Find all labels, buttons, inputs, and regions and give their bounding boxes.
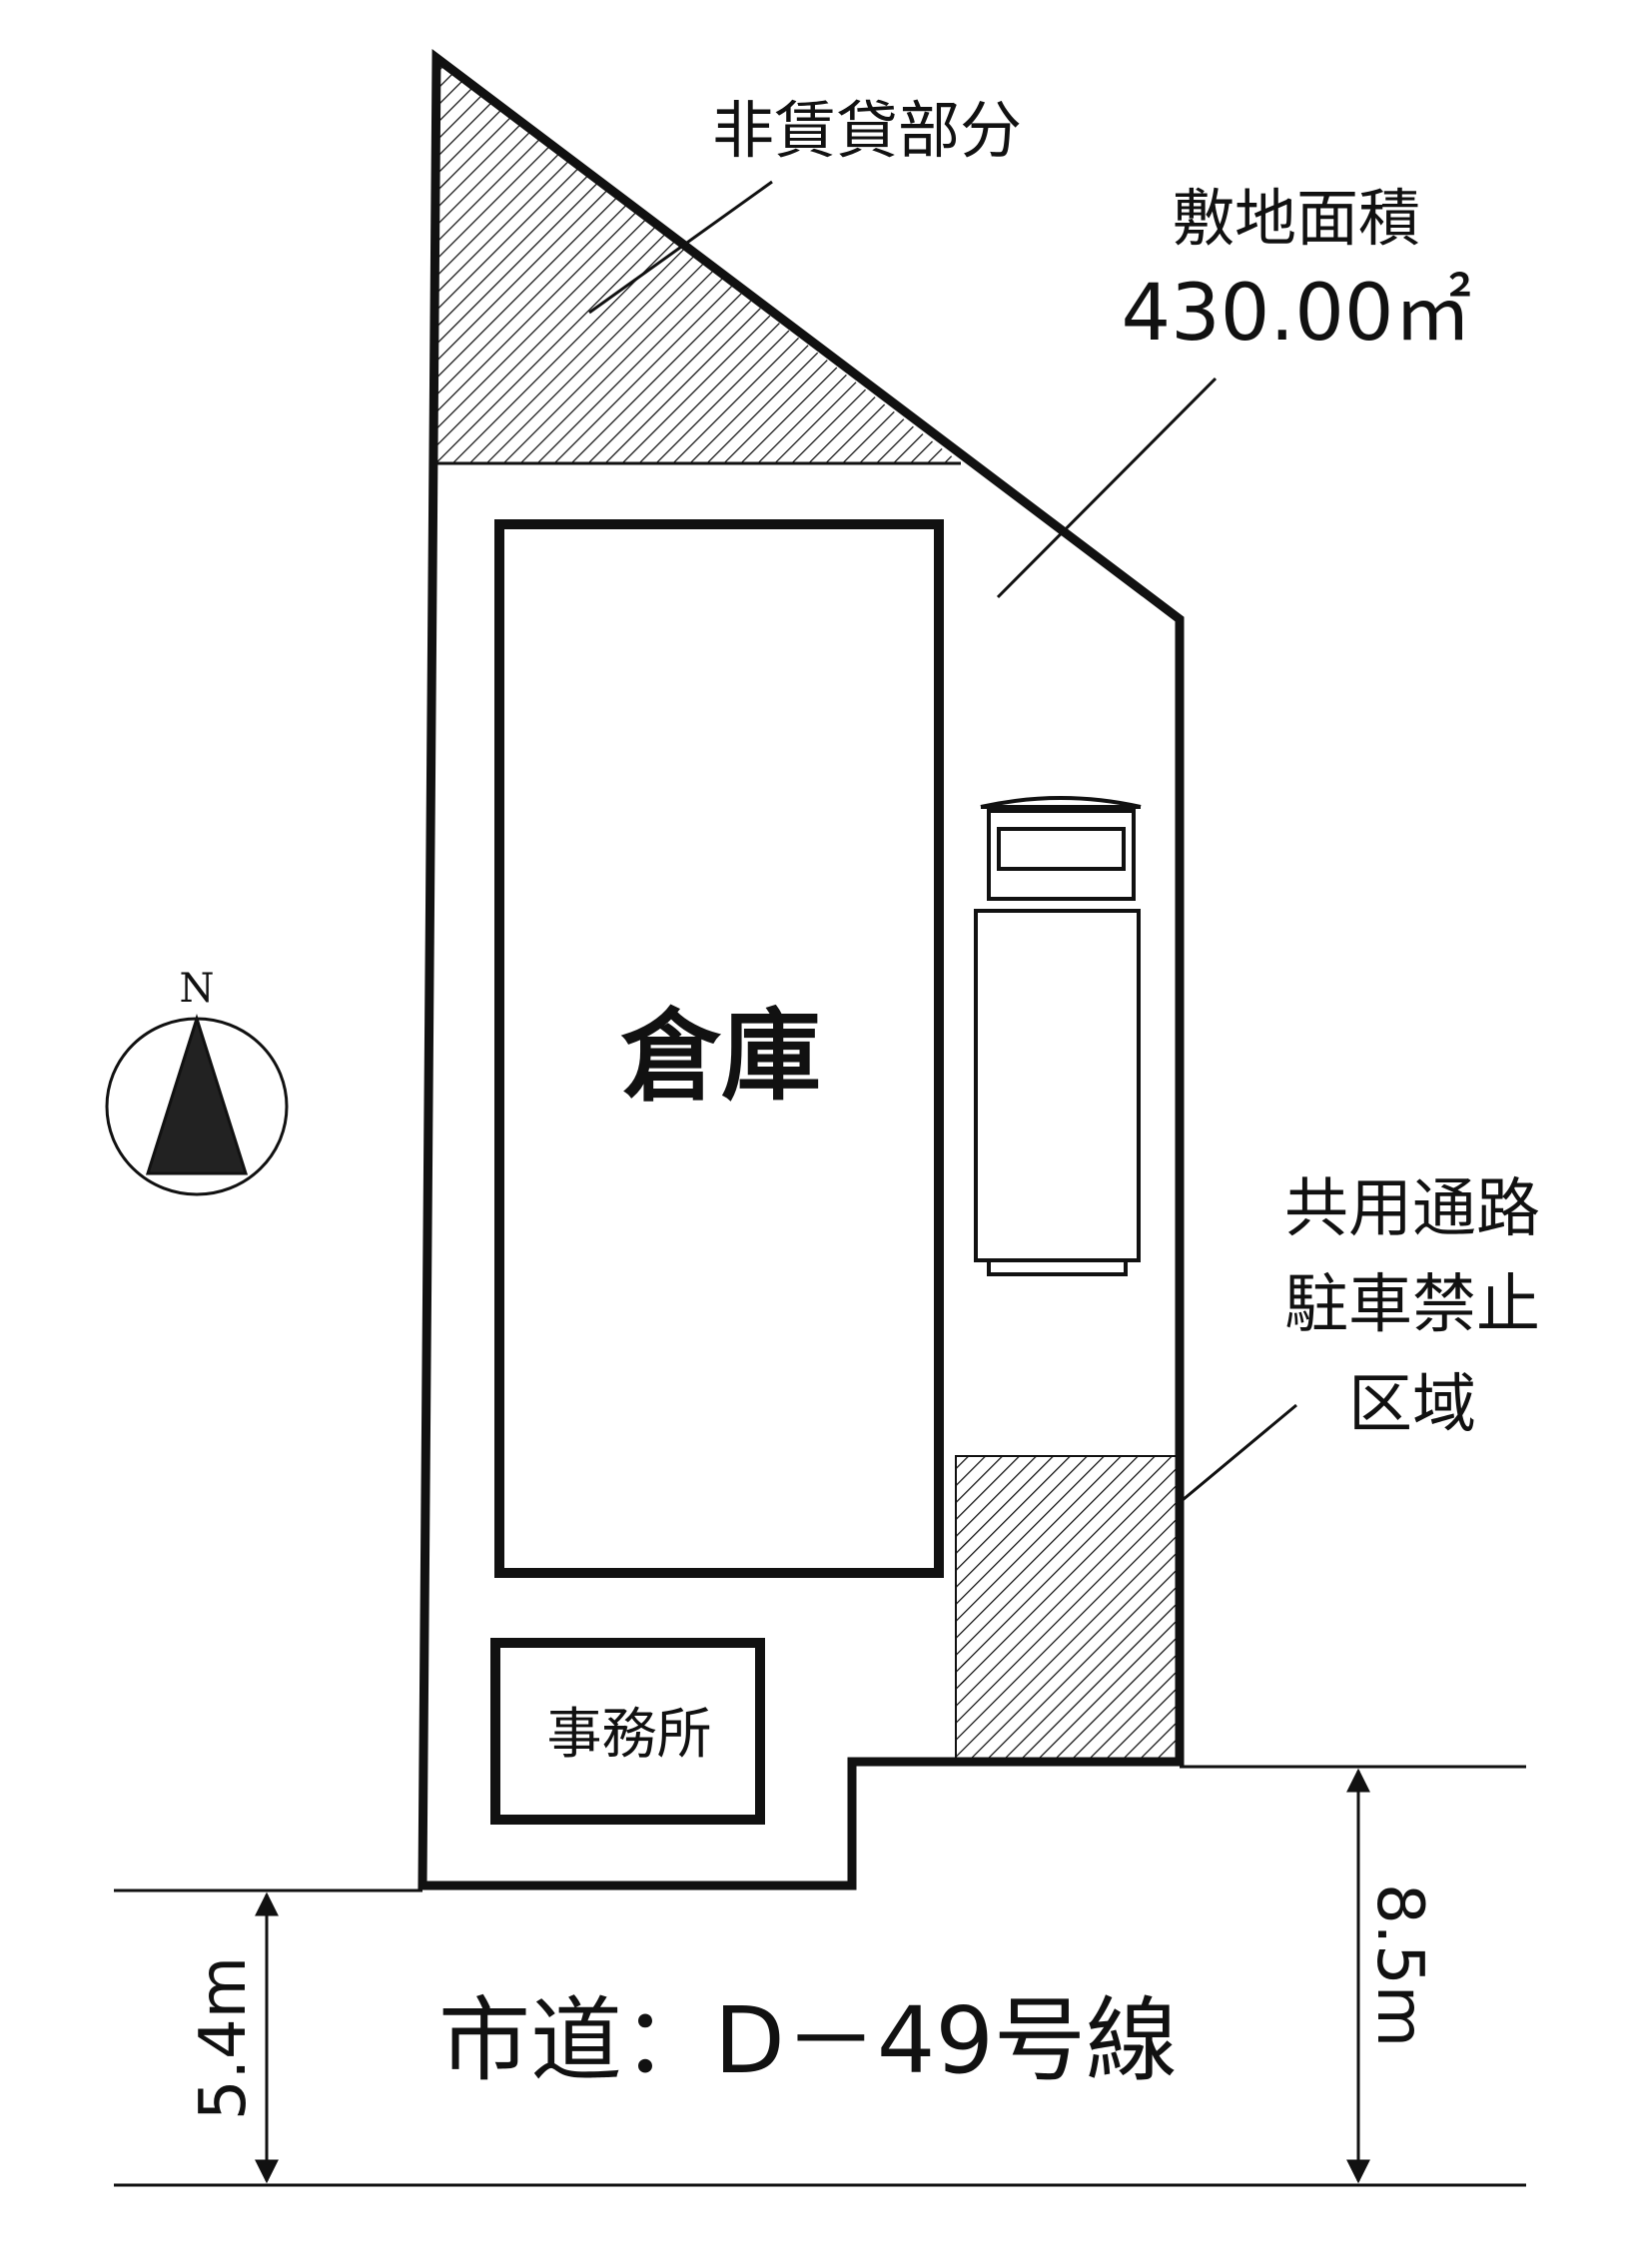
shared-path-label-3: 区域: [1348, 1368, 1476, 1442]
road-label: 市道：D－49号線: [438, 1987, 1178, 2094]
road-width-right-label: 8.5m: [1362, 1884, 1436, 2047]
no-parking-area: [955, 1455, 1178, 1763]
truck-icon: [974, 796, 1142, 1276]
north-label: N: [180, 966, 215, 1012]
non-rental-label: 非賃貸部分: [712, 94, 1022, 167]
leader-non-rental: [588, 180, 773, 315]
site-area-title: 敷地面積: [1173, 182, 1420, 255]
warehouse-building: [494, 519, 944, 1578]
road-width-left-label: 5.4m: [187, 1956, 261, 2120]
leader-site-area: [996, 377, 1218, 599]
north-compass-icon: N: [105, 966, 289, 1196]
shared-path-label-1: 共用通路: [1284, 1172, 1540, 1246]
office-building: [490, 1638, 765, 1825]
leader-shared-path: [1182, 1403, 1297, 1502]
lot-boundary: [417, 49, 1185, 1890]
site-area-value: 430.00㎡: [1122, 269, 1472, 359]
shared-path-label-2: 駐車禁止: [1284, 1268, 1540, 1342]
warehouse-label: 倉庫: [620, 998, 821, 1115]
office-label: 事務所: [546, 1702, 711, 1766]
